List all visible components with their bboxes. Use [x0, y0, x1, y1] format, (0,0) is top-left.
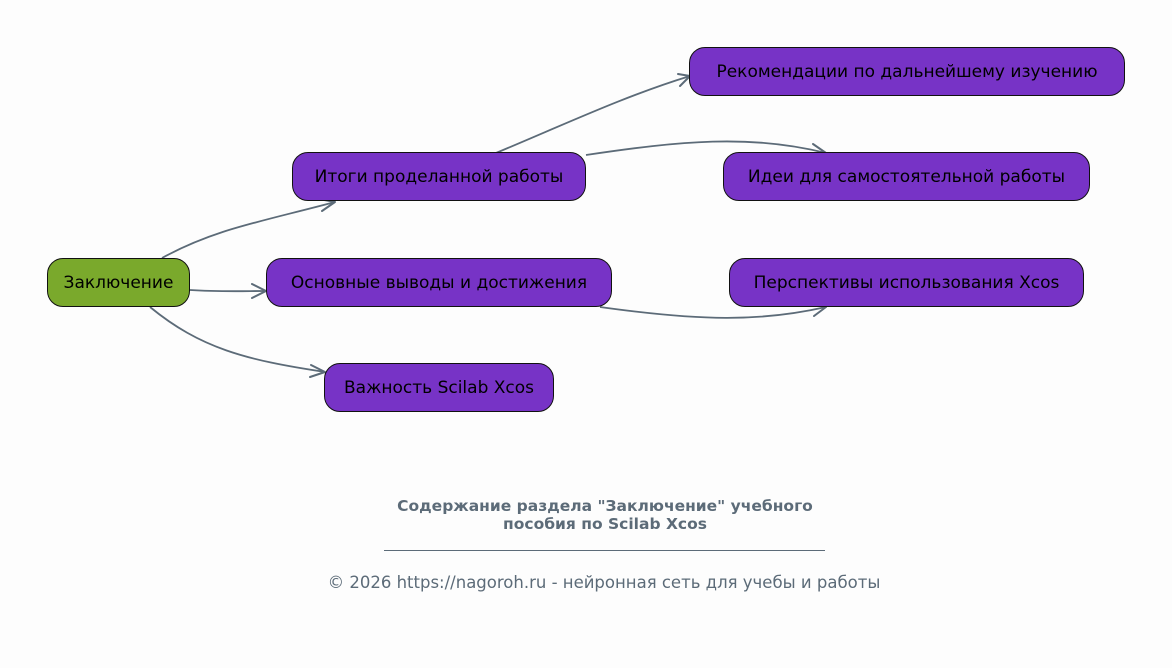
node-self-study-ideas: Идеи для самостоятельной работы [723, 152, 1090, 201]
footer-copyright: © 2026 https://nagoroh.ru - нейронная се… [327, 573, 881, 592]
edges-layer [149, 75, 827, 373]
caption-line-2: пособия по Scilab Xcos [503, 515, 707, 533]
node-conclusion: Заключение [47, 258, 190, 307]
node-xcos-prospects: Перспективы использования Xcos [729, 258, 1084, 307]
node-conclusion-label: Заключение [63, 272, 174, 293]
edge-root-to-importance [149, 306, 326, 373]
caption-line-1: Содержание раздела "Заключение" учебного [397, 497, 813, 515]
caption-divider [384, 550, 825, 551]
edge-root-to-summary [161, 201, 336, 259]
node-further-study-label: Рекомендации по дальнейшему изучению [716, 61, 1098, 82]
node-main-conclusions: Основные выводы и достижения [266, 258, 612, 307]
node-scilab-importance: Важность Scilab Xcos [324, 363, 554, 412]
arrowheads-layer [251, 73, 827, 378]
node-main-conclusions-label: Основные выводы и достижения [290, 272, 588, 293]
node-xcos-prospects-label: Перспективы использования Xcos [753, 272, 1060, 293]
node-scilab-importance-label: Важность Scilab Xcos [343, 377, 535, 398]
edge-conclusions-to-prospects [599, 306, 827, 319]
edge-summary-to-recommendations [495, 75, 691, 154]
node-work-summary: Итоги проделанной работы [292, 152, 586, 201]
diagram-caption: Содержание раздела "Заключение" учебного… [300, 497, 910, 533]
edge-root-to-conclusions [189, 289, 267, 293]
node-further-study: Рекомендации по дальнейшему изучению [689, 47, 1125, 96]
node-work-summary-label: Итоги проделанной работы [314, 166, 564, 187]
node-self-study-ideas-label: Идеи для самостоятельной работы [747, 166, 1066, 187]
edge-summary-to-ideas [585, 140, 827, 156]
